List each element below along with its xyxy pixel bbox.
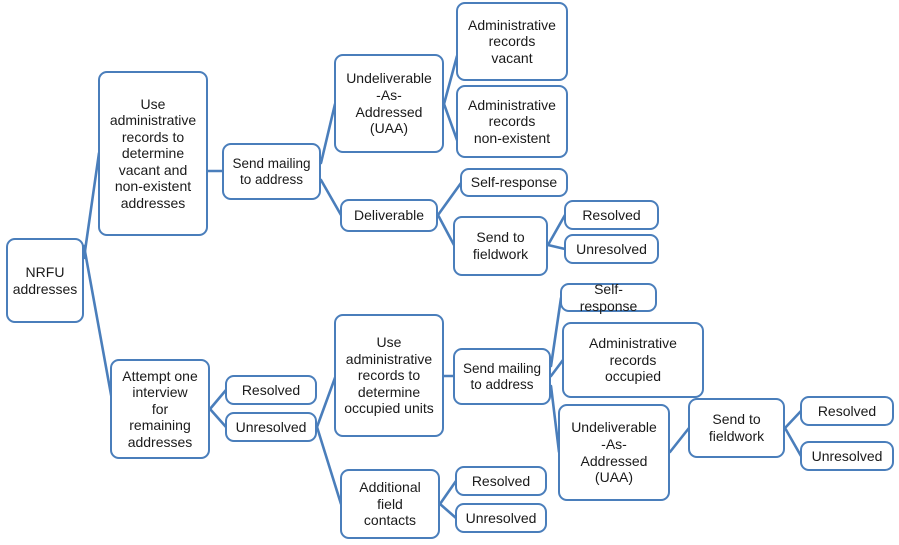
connector-fieldwork_2-to-resolved_3 (783, 409, 803, 430)
node-label-fieldwork_1: Send to fieldwork (472, 229, 529, 262)
node-label-self_resp_2: Self-response (579, 280, 638, 314)
node-send_mail_1[interactable]: Send mailing to address (222, 143, 321, 200)
connector-send_mail_1-to-uaa_1 (319, 102, 337, 165)
connector-unresolved_2-to-add_field (315, 425, 343, 506)
node-nrfu[interactable]: NRFU addresses (6, 238, 84, 323)
connector-deliverable-to-self_resp_1 (436, 181, 463, 217)
node-label-send_mail_2: Send mailing to address (462, 360, 542, 392)
connector-attempt-to-resolved_2 (208, 388, 228, 411)
node-add_field[interactable]: Additional field contacts (340, 469, 440, 539)
node-resolved_2[interactable]: Resolved (225, 375, 317, 405)
node-fieldwork_2[interactable]: Send to fieldwork (688, 398, 785, 458)
connector-nrfu-to-admin_vacant_nx (82, 151, 101, 260)
node-admin_vacant_nx[interactable]: Use administrative records to determine … (98, 71, 208, 236)
node-label-resolved_3: Resolved (817, 402, 877, 419)
node-unresolved_4[interactable]: Unresolved (455, 503, 547, 533)
node-ar_occupied[interactable]: Administrative records occupied (562, 322, 704, 398)
node-label-ar_vacant: Administrative records vacant (468, 16, 556, 66)
connector-fieldwork_2-to-unresolved_3 (783, 426, 803, 458)
node-label-nrfu: NRFU addresses (12, 263, 78, 297)
connector-deliverable-to-fieldwork_1 (436, 213, 456, 247)
node-label-uaa_2: Undeliverable -As- Addressed (UAA) (571, 419, 657, 486)
node-attempt[interactable]: Attempt one interview for remaining addr… (110, 359, 210, 459)
node-label-resolved_1: Resolved (582, 206, 641, 223)
node-label-resolved_2: Resolved (241, 381, 301, 398)
connector-send_mail_1-to-deliverable (319, 178, 343, 217)
connector-add_field-to-resolved_4 (438, 479, 458, 506)
node-uaa_2[interactable]: Undeliverable -As- Addressed (UAA) (558, 404, 670, 501)
node-label-deliverable: Deliverable (353, 207, 425, 224)
connector-uaa_2-to-fieldwork_2 (668, 426, 691, 454)
node-resolved_3[interactable]: Resolved (800, 396, 894, 426)
connector-nrfu-to-attempt (82, 244, 114, 402)
node-resolved_4[interactable]: Resolved (455, 466, 547, 496)
node-admin_occupied[interactable]: Use administrative records to determine … (334, 314, 444, 437)
connector-attempt-to-unresolved_2 (208, 407, 228, 429)
node-unresolved_1[interactable]: Unresolved (564, 234, 659, 264)
node-send_mail_2[interactable]: Send mailing to address (453, 348, 551, 405)
node-fieldwork_1[interactable]: Send to fieldwork (453, 216, 548, 276)
node-label-send_mail_1: Send mailing to address (232, 155, 311, 187)
node-label-attempt: Attempt one interview for remaining addr… (122, 367, 198, 450)
node-ar_vacant[interactable]: Administrative records vacant (456, 2, 568, 81)
node-resolved_1[interactable]: Resolved (564, 200, 659, 230)
node-label-ar_occupied: Administrative records occupied (589, 335, 677, 385)
node-label-fieldwork_2: Send to fieldwork (708, 411, 765, 444)
node-label-ar_nonexistent: Administrative records non-existent (468, 96, 556, 146)
node-unresolved_3[interactable]: Unresolved (800, 441, 894, 471)
connector-send_mail_2-to-self_resp_2 (549, 296, 563, 368)
node-label-resolved_4: Resolved (471, 472, 531, 489)
node-label-self_resp_1: Self-response (470, 174, 558, 191)
node-unresolved_2[interactable]: Unresolved (225, 412, 317, 442)
node-label-uaa_1: Undeliverable -As- Addressed (UAA) (346, 70, 432, 137)
node-uaa_1[interactable]: Undeliverable -As- Addressed (UAA) (334, 54, 444, 153)
connector-add_field-to-unresolved_4 (438, 502, 458, 520)
connector-fieldwork_1-to-resolved_1 (546, 213, 567, 247)
node-label-unresolved_3: Unresolved (811, 447, 883, 464)
node-self_resp_1[interactable]: Self-response (460, 168, 568, 197)
node-label-unresolved_4: Unresolved (465, 509, 537, 526)
node-label-unresolved_2: Unresolved (235, 418, 307, 435)
node-self_resp_2[interactable]: Self-response (560, 280, 657, 314)
connector-fieldwork_1-to-unresolved_1 (546, 243, 567, 251)
node-ar_nonexistent[interactable]: Administrative records non-existent (456, 85, 568, 158)
node-label-admin_occupied: Use administrative records to determine … (344, 334, 434, 417)
node-label-add_field: Additional field contacts (359, 479, 421, 529)
node-deliverable[interactable]: Deliverable (340, 199, 438, 232)
node-label-admin_vacant_nx: Use administrative records to determine … (109, 95, 197, 211)
node-label-unresolved_1: Unresolved (576, 240, 647, 257)
